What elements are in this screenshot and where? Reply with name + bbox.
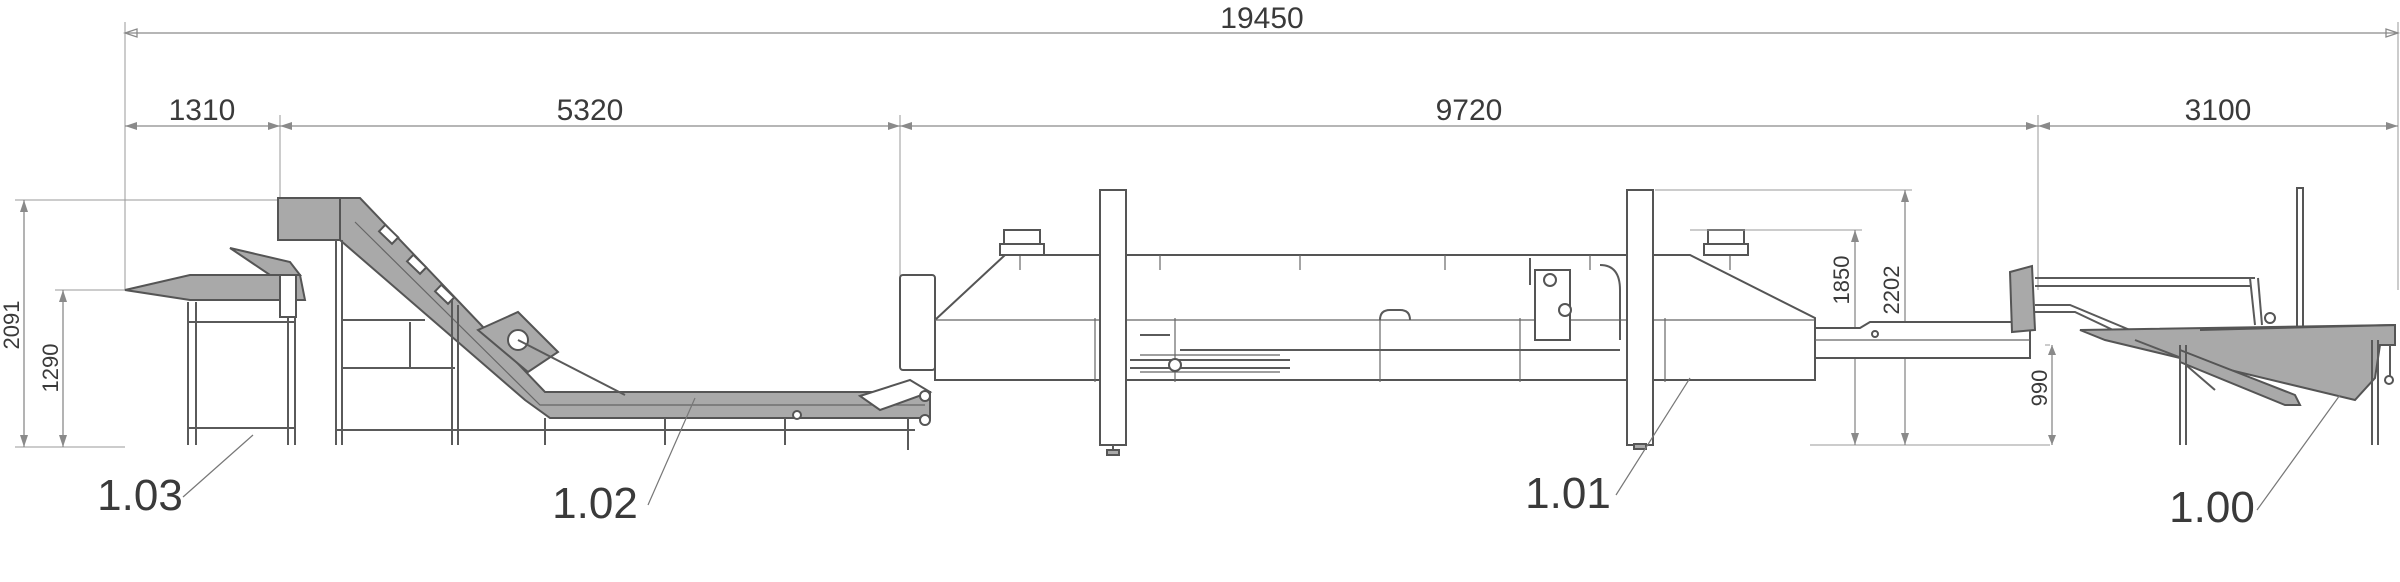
segment-dimensions: 1310 5320 9720 3100: [125, 94, 2398, 290]
callout-unit-1-02: 1.02: [552, 479, 638, 528]
segment-2-label: 5320: [557, 94, 624, 127]
callout-unit-1-00: 1.00: [2169, 483, 2255, 532]
height-blancher-total-label: 2202: [1879, 266, 1904, 315]
transfer-conveyor: [1814, 321, 2031, 359]
callout-unit-1-01: 1.01: [1525, 469, 1611, 518]
height-blancher-body-label: 1850: [1829, 256, 1854, 305]
unit-1-01-blancher: [899, 189, 1816, 456]
callout-unit-1-03: 1.03: [97, 471, 183, 520]
segment-1-label: 1310: [169, 94, 236, 127]
unit-1-00-washer: 990: [2008, 187, 2396, 445]
unit-1-02-elevator: [277, 197, 933, 450]
height-total-left-label: 2091: [0, 301, 24, 350]
overall-dimension: 19450: [122, 2, 2400, 290]
height-table-label: 1290: [38, 344, 63, 393]
unit-1-03-table: [124, 247, 307, 445]
height-infeed-label: 990: [2027, 370, 2052, 407]
overall-length-label: 19450: [1220, 2, 1303, 35]
left-height-dimensions: 2091 1290: [0, 199, 285, 448]
segment-4-label: 3100: [2185, 94, 2252, 127]
callouts: 1.03 1.02 1.01 1.00: [97, 377, 2341, 532]
blancher-height-dimensions: 1850 2202: [1655, 189, 2050, 446]
segment-3-label: 9720: [1436, 94, 1503, 127]
